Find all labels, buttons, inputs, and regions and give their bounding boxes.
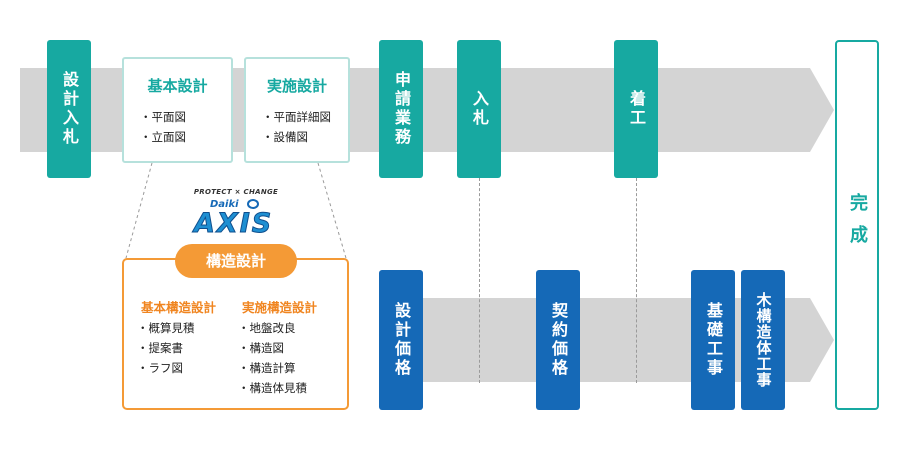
basic-design-card: 基本設計 平面図 立面図	[122, 57, 233, 163]
basic-design-title: 基本設計	[147, 77, 208, 95]
connector-bid	[479, 178, 480, 383]
design-bid-box: 設計入札	[47, 40, 91, 178]
list-item: 提案書	[137, 338, 195, 358]
connector-start	[636, 178, 637, 383]
application-box: 申請業務	[379, 40, 423, 178]
list-item: 立面図	[140, 127, 187, 147]
foundation-work-box: 基礎工事	[691, 270, 735, 410]
construction-start-box: 着工	[614, 40, 658, 178]
bottom-flow-band	[380, 298, 810, 382]
detail-structural-design-list: 地盤改良 構造図 構造計算 構造体見積	[238, 318, 308, 398]
top-flow-arrowhead	[810, 68, 834, 152]
detail-design-title: 実施設計	[266, 77, 327, 95]
basic-design-list: 平面図 立面図	[140, 107, 187, 147]
contract-price-box: 契約価格	[536, 270, 580, 410]
basic-structural-design-list: 概算見積 提案書 ラフ図	[137, 318, 195, 378]
completion-box: 完成	[835, 40, 879, 410]
list-item: ラフ図	[137, 358, 195, 378]
list-item: 構造体見積	[238, 378, 308, 398]
list-item: 概算見積	[137, 318, 195, 338]
daiki-axis-logo: PROTECT × CHANGE Daiki AXIS	[180, 188, 292, 240]
list-item: 地盤改良	[238, 318, 307, 338]
list-item: 平面図	[140, 107, 187, 127]
bottom-flow-arrowhead	[810, 298, 834, 382]
logo-tagline: PROTECT × CHANGE	[193, 188, 279, 196]
detail-structural-design-title: 実施構造設計	[242, 300, 318, 315]
detail-design-list: 平面詳細図 設備図	[262, 107, 332, 147]
list-item: 構造計算	[238, 358, 307, 378]
structural-design-title: 構造設計	[175, 244, 297, 278]
logo-brand: Daiki	[210, 199, 239, 210]
logo-product: AXIS	[193, 208, 274, 240]
list-item: 構造図	[238, 338, 307, 358]
bid-box: 入札	[457, 40, 501, 178]
logo-swoosh-icon	[247, 199, 259, 209]
basic-structural-design-title: 基本構造設計	[141, 300, 217, 315]
wood-structure-work-box: 木構造体工事	[741, 270, 785, 410]
list-item: 平面詳細図	[262, 107, 332, 127]
list-item: 設備図	[262, 127, 331, 147]
design-price-box: 設計価格	[379, 270, 423, 410]
detail-design-card: 実施設計 平面詳細図 設備図	[244, 57, 350, 163]
